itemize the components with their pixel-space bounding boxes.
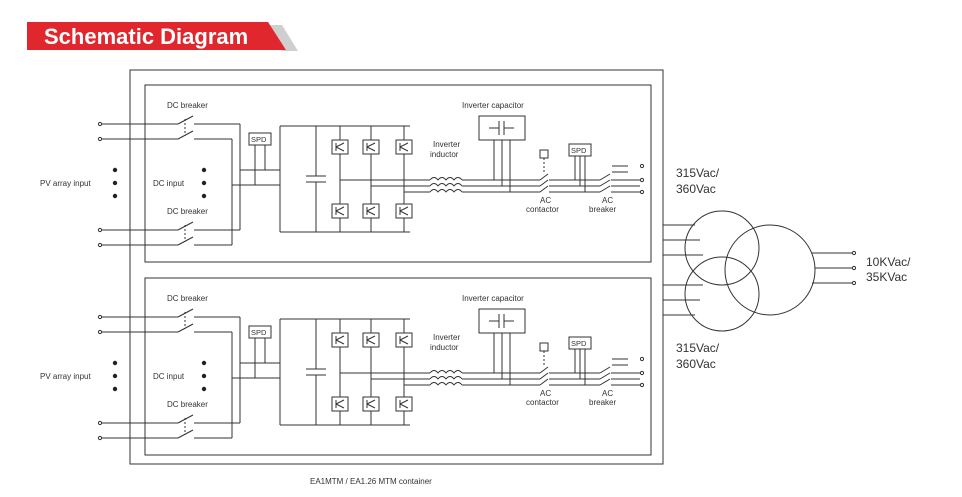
inverter-inductor-label-line1: Inverter xyxy=(433,333,460,342)
inverter-unit-2: PV array input DC input DC breaker DC br… xyxy=(40,277,652,456)
dc-breaker-label: DC breaker xyxy=(167,400,208,409)
lv-voltage-label-top-line1: 315Vac/ xyxy=(676,166,720,180)
spd-label: SPD xyxy=(251,135,267,144)
terminal xyxy=(97,121,103,127)
contactor-coil xyxy=(539,149,549,159)
mv-voltage-label-line1: 10KVac/ xyxy=(866,255,911,269)
spd-label: SPD xyxy=(571,339,587,348)
ac-contactor-label-line1: AC xyxy=(540,389,551,398)
dc-breaker-label: DC breaker xyxy=(167,101,208,110)
terminal xyxy=(97,329,103,335)
ac-breaker-label-line2: breaker xyxy=(589,205,616,214)
ellipsis-dot xyxy=(112,386,118,392)
inverter-unit-1: PV array input DC input DC breaker DC br… xyxy=(40,84,652,263)
pv-array-input-label: PV array input xyxy=(40,372,91,381)
ac-contactor-label-line1: AC xyxy=(540,196,551,205)
pv-array-input-label: PV array input xyxy=(40,179,91,188)
ac-breaker-label-line2: breaker xyxy=(589,398,616,407)
dc-input-label: DC input xyxy=(153,179,185,188)
inductor-coil xyxy=(429,189,463,193)
inductor-coil xyxy=(429,382,463,386)
container-outline xyxy=(129,69,664,465)
inverter-inductor-label-line2: inductor xyxy=(430,343,459,352)
lv-voltage-label-bottom-line2: 360Vac xyxy=(676,357,716,371)
inductor-coil xyxy=(429,183,463,187)
igbt-bridge xyxy=(331,126,413,232)
winding-lv-2 xyxy=(684,256,760,332)
ellipsis-dot xyxy=(201,373,207,379)
ellipsis-dot xyxy=(112,373,118,379)
inductor-coil xyxy=(429,370,463,374)
winding-mv xyxy=(724,224,816,316)
ac-contactor-label-line2: contactor xyxy=(526,205,559,214)
ac-contactor-label-line2: contactor xyxy=(526,398,559,407)
terminal xyxy=(97,314,103,320)
spd-box xyxy=(248,132,272,146)
ellipsis-dot xyxy=(112,360,118,366)
ellipsis-dot xyxy=(201,386,207,392)
igbt-bridge xyxy=(331,319,413,425)
ellipsis-dot xyxy=(112,193,118,199)
transformer xyxy=(663,210,857,332)
inverter-capacitor-label: Inverter capacitor xyxy=(462,294,524,303)
ac-breaker-label-line1: AC xyxy=(602,389,613,398)
ellipsis-dot xyxy=(201,193,207,199)
contactor-coil xyxy=(539,342,549,352)
mv-voltage-label-line2: 35KVac xyxy=(866,270,907,284)
unit-box xyxy=(144,277,652,456)
winding-lv-1 xyxy=(684,210,760,286)
terminal xyxy=(97,242,103,248)
terminal xyxy=(97,136,103,142)
lv-voltage-label-bottom-line1: 315Vac/ xyxy=(676,341,720,355)
dc-breaker-label: DC breaker xyxy=(167,294,208,303)
inverter-inductor-label-line1: Inverter xyxy=(433,140,460,149)
page-title: Schematic Diagram xyxy=(44,24,248,49)
inverter-capacitor-label: Inverter capacitor xyxy=(462,101,524,110)
capacitor-box xyxy=(478,308,526,334)
banner-background xyxy=(27,22,286,50)
ellipsis-dot xyxy=(201,180,207,186)
unit-box xyxy=(144,84,652,263)
ellipsis-dot xyxy=(112,167,118,173)
spd-label: SPD xyxy=(571,146,587,155)
ellipsis-dot xyxy=(112,180,118,186)
title-banner: Schematic Diagram xyxy=(27,22,298,51)
dc-input-label: DC input xyxy=(153,372,185,381)
container-caption: EA1MTM / EA1.26 MTM container xyxy=(310,477,432,486)
dc-breaker-label: DC breaker xyxy=(167,207,208,216)
terminal xyxy=(97,420,103,426)
ellipsis-dot xyxy=(201,360,207,366)
ac-breaker-label-line1: AC xyxy=(602,196,613,205)
ellipsis-dot xyxy=(201,167,207,173)
lv-voltage-label-top-line2: 360Vac xyxy=(676,182,716,196)
capacitor-box xyxy=(478,115,526,141)
inductor-coil xyxy=(429,376,463,380)
inverter-inductor-label-line2: inductor xyxy=(430,150,459,159)
terminal xyxy=(97,435,103,441)
inductor-coil xyxy=(429,177,463,181)
spd-box xyxy=(248,325,272,339)
spd-label: SPD xyxy=(251,328,267,337)
terminal xyxy=(97,227,103,233)
